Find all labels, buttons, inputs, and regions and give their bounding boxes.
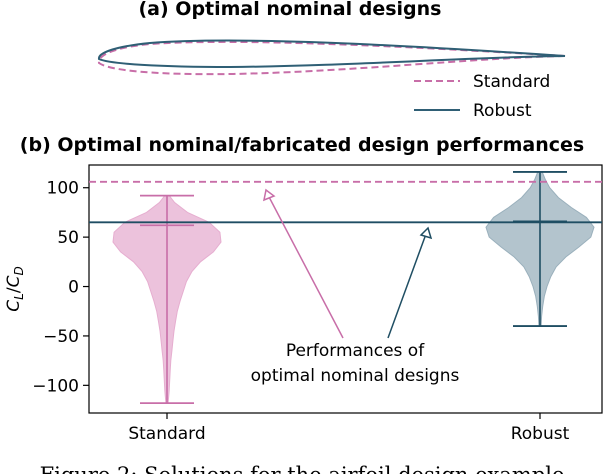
figure-caption: Figure 2: Solutions for the airfoil desi… (40, 463, 565, 474)
nominal-lines (89, 180, 602, 224)
panel-a-title: (a) Optimal nominal designs (138, 0, 441, 20)
x-ticks: Standard Robust (128, 413, 570, 444)
y-axis-label: CL/CD (4, 266, 26, 311)
plot-frame (88, 164, 603, 414)
annotation-arrowhead-robust (419, 226, 433, 240)
annotation-line-2: optimal nominal designs (251, 366, 460, 386)
annotation-arrowhead-standard (262, 188, 276, 202)
annotation: Performances of optimal nominal designs (251, 188, 460, 386)
y-ticks: 100 50 0 −50 −100 (32, 179, 89, 396)
y-tick-label: 0 (68, 278, 79, 298)
legend-standard-label: Standard (473, 72, 550, 92)
x-tick-label-robust: Robust (511, 424, 570, 444)
y-tick-label: 50 (57, 228, 79, 248)
y-tick-label: −50 (43, 327, 79, 347)
airfoil-robust (98, 39, 566, 69)
annotation-arrow-robust (387, 233, 427, 339)
panel-b-title: (b) Optimal nominal/fabricated design pe… (20, 134, 584, 156)
airfoil-standard (98, 40, 566, 76)
legend-robust-label: Robust (473, 101, 532, 121)
y-tick-label: 100 (47, 179, 79, 199)
annotation-line-1: Performances of (286, 341, 425, 361)
x-tick-label-standard: Standard (128, 424, 205, 444)
violins (112, 171, 595, 405)
annotation-arrow-standard (267, 194, 344, 339)
y-tick-label: −100 (32, 376, 79, 396)
legend: Standard Robust (414, 72, 550, 121)
